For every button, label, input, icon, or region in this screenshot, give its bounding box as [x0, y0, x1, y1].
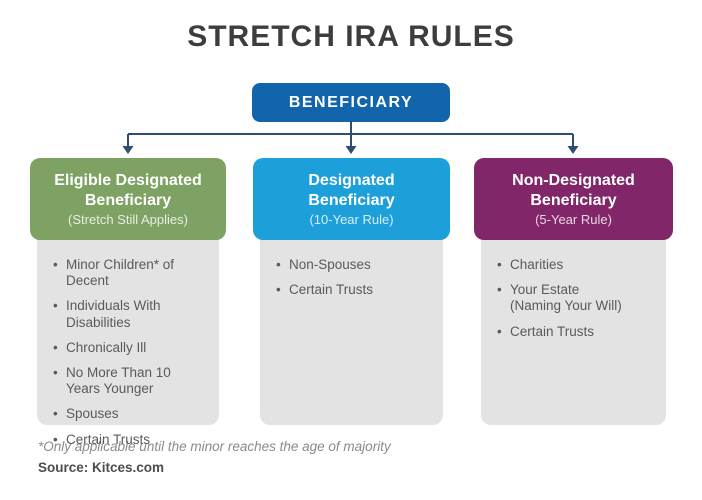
- column-list: CharitiesYour Estate (Naming Your Will) C…: [481, 230, 666, 425]
- arrowhead-center: [345, 146, 357, 154]
- list-item: Chronically Ill: [53, 340, 211, 356]
- column-eligible-designated-beneficiary: Eligible Designated Beneficiary (Stretch…: [30, 158, 226, 448]
- column-heading: Designated Beneficiary: [308, 171, 395, 209]
- column-designated-beneficiary: Designated Beneficiary (10-Year Rule) No…: [253, 158, 450, 425]
- list-item: Minor Children* of Decent: [53, 257, 211, 289]
- list-item: Certain Trusts: [53, 432, 211, 448]
- beneficiary-node: BENEFICIARY: [252, 83, 450, 122]
- column-heading: Non-Designated Beneficiary: [512, 171, 635, 209]
- list-item: Certain Trusts: [497, 324, 658, 340]
- arrowhead-left: [122, 146, 134, 154]
- list-item: Your Estate (Naming Your Will): [497, 282, 658, 314]
- column-subheading: (5-Year Rule): [535, 212, 612, 228]
- arrowhead-right: [567, 146, 579, 154]
- list-item: Certain Trusts: [276, 282, 435, 298]
- column-header-non-designated: Non-Designated Beneficiary (5-Year Rule): [474, 158, 673, 240]
- source-credit: Source: Kitces.com: [38, 460, 165, 475]
- column-header-designated: Designated Beneficiary (10-Year Rule): [253, 158, 450, 240]
- column-header-eligible-designated: Eligible Designated Beneficiary (Stretch…: [30, 158, 226, 240]
- column-non-designated-beneficiary: Non-Designated Beneficiary (5-Year Rule)…: [474, 158, 673, 425]
- beneficiary-label: BENEFICIARY: [288, 93, 414, 111]
- list-item: Charities: [497, 257, 658, 273]
- column-list: Non-SpousesCertain Trusts: [260, 230, 443, 425]
- column-subheading: (Stretch Still Applies): [68, 212, 188, 228]
- list-item: Non-Spouses: [276, 257, 435, 273]
- page-title: STRETCH IRA RULES: [187, 20, 515, 53]
- connector-lines: [122, 121, 579, 154]
- column-subheading: (10-Year Rule): [309, 212, 394, 228]
- column-list: Minor Children* of DecentIndividuals Wit…: [37, 230, 219, 448]
- list-item: Spouses: [53, 406, 211, 422]
- list-item: No More Than 10 Years Younger: [53, 365, 211, 397]
- list-item: Individuals With Disabilities: [53, 298, 211, 330]
- column-heading: Eligible Designated Beneficiary: [54, 171, 202, 209]
